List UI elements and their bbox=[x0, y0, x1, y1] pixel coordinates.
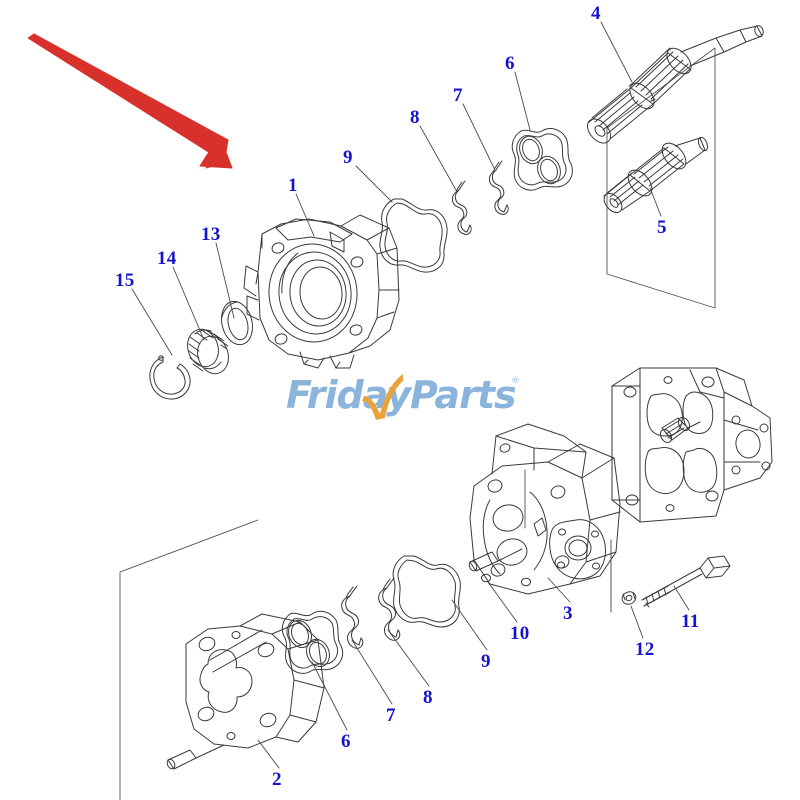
callout-8-upper[interactable]: 8 bbox=[410, 107, 420, 128]
valve-cover-plate-block bbox=[611, 367, 773, 523]
part-12-washer bbox=[621, 591, 637, 605]
callout-9-upper[interactable]: 9 bbox=[343, 147, 353, 168]
upper-frame-panel bbox=[606, 47, 716, 309]
part-4-drive-shaft-gear bbox=[586, 25, 764, 144]
callout-10[interactable]: 10 bbox=[510, 623, 530, 644]
part-6-bearing-plate-upper bbox=[511, 128, 573, 191]
part-5-driven-gear bbox=[603, 136, 709, 214]
part-14-needle-bearing bbox=[187, 328, 229, 375]
lower-frame-panel-left bbox=[119, 519, 259, 800]
part-3-center-housing-block bbox=[469, 423, 621, 595]
callout-2[interactable]: 2 bbox=[272, 769, 282, 790]
callout-7-upper[interactable]: 7 bbox=[453, 85, 463, 106]
callout-6-upper[interactable]: 6 bbox=[505, 53, 515, 74]
callout-8-lower[interactable]: 8 bbox=[423, 687, 433, 708]
part-8-clip-upper bbox=[451, 180, 472, 235]
callout-6-lower[interactable]: 6 bbox=[341, 731, 351, 752]
part-7-clip-upper bbox=[488, 160, 509, 215]
part-10-dowel-pin bbox=[468, 548, 523, 572]
part-9-gasket-upper bbox=[379, 198, 448, 273]
part-7-clip-lower bbox=[341, 585, 364, 649]
callout-11[interactable]: 11 bbox=[681, 611, 700, 632]
callout-1[interactable]: 1 bbox=[288, 175, 298, 196]
callout-14[interactable]: 14 bbox=[157, 248, 177, 269]
callout-5[interactable]: 5 bbox=[657, 217, 667, 238]
part-15-snap-ring bbox=[149, 355, 191, 400]
callout-9-lower[interactable]: 9 bbox=[481, 651, 491, 672]
callout-4[interactable]: 4 bbox=[591, 3, 601, 24]
callout-13[interactable]: 13 bbox=[201, 224, 221, 245]
part-9-gasket-lower bbox=[392, 555, 461, 628]
part-8-clip-lower bbox=[378, 577, 401, 641]
callout-leader-lines bbox=[131, 21, 690, 769]
callout-12[interactable]: 12 bbox=[635, 639, 655, 660]
callout-7-lower[interactable]: 7 bbox=[386, 705, 396, 726]
part-13-oil-seal-ring bbox=[221, 300, 253, 346]
part-2-rear-end-cover bbox=[185, 613, 325, 749]
callout-15[interactable]: 15 bbox=[115, 270, 135, 291]
red-pointer-arrow bbox=[27, 33, 233, 169]
part-2-dowel-pin bbox=[166, 744, 225, 770]
part-6-bearing-plate-lower bbox=[281, 610, 344, 674]
part-1-front-pump-housing bbox=[243, 214, 400, 369]
callout-3[interactable]: 3 bbox=[563, 603, 573, 624]
part-11-through-bolt bbox=[641, 555, 731, 608]
